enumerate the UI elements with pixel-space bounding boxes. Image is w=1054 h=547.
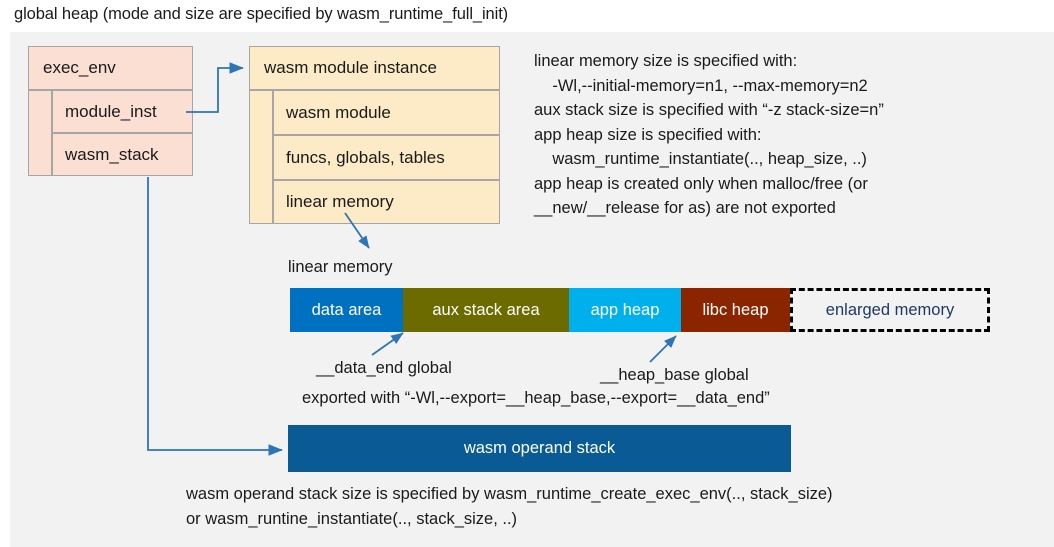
module-instance-field-linear-memory: linear memory (273, 180, 500, 224)
exec-env-field-wasm-stack-label: wasm_stack (65, 144, 159, 164)
callout-exported-with: exported with “-Wl,--export=__heap_base,… (302, 389, 770, 407)
exec-env-field-wasm-stack: wasm_stack (52, 133, 193, 176)
callout-heap-base-global: __heap_base global (600, 366, 749, 384)
wasm-operand-stack-label: wasm operand stack (463, 439, 616, 457)
module-instance-header-cell: wasm module instance (249, 46, 500, 90)
wasm-operand-stack-bar: wasm operand stack (288, 425, 791, 472)
module-instance-field-wasm-module: wasm module (273, 90, 500, 135)
memory-segment-aux-stack-area: aux stack area (403, 288, 569, 332)
module-instance-indent-gutter (249, 90, 273, 224)
exec-env-field-module-inst-label: module_inst (65, 101, 157, 121)
exec-env-field-module-inst: module_inst (52, 90, 193, 133)
exec-env-header-cell: exec_env (28, 46, 193, 90)
diagram-title: global heap (mode and size are specified… (14, 5, 509, 23)
exec-env-indent-gutter (28, 90, 52, 176)
operand-stack-note: wasm operand stack size is specified by … (186, 485, 833, 528)
memory-segment-app-heap-label: app heap (590, 300, 660, 319)
module-instance-field-funcs-globals-tables: funcs, globals, tables (273, 135, 500, 180)
memory-segment-data-area-label: data area (311, 300, 382, 319)
memory-segment-libc-heap-label: libc heap (702, 300, 769, 319)
memory-segment-libc-heap: libc heap (681, 288, 790, 332)
memory-segment-app-heap: app heap (569, 288, 681, 332)
linear-memory-strip-label: linear memory (288, 258, 393, 276)
exec-env-header-label: exec_env (43, 58, 116, 77)
module-instance-field-linear-memory-label: linear memory (286, 192, 394, 211)
linear-memory-notes: linear memory size is specified with: -W… (534, 52, 884, 217)
module-instance-field-funcs-globals-tables-label: funcs, globals, tables (286, 147, 445, 167)
module-instance-field-wasm-module-label: wasm module (286, 102, 391, 122)
memory-segment-enlarged-memory-label: enlarged memory (825, 300, 955, 319)
memory-segment-aux-stack-area-label: aux stack area (432, 300, 540, 319)
memory-segment-enlarged-memory: enlarged memory (790, 288, 990, 332)
callout-data-end-global: __data_end global (316, 359, 452, 377)
memory-segment-data-area: data area (290, 288, 403, 332)
module-instance-header-label: wasm module instance (264, 58, 437, 77)
